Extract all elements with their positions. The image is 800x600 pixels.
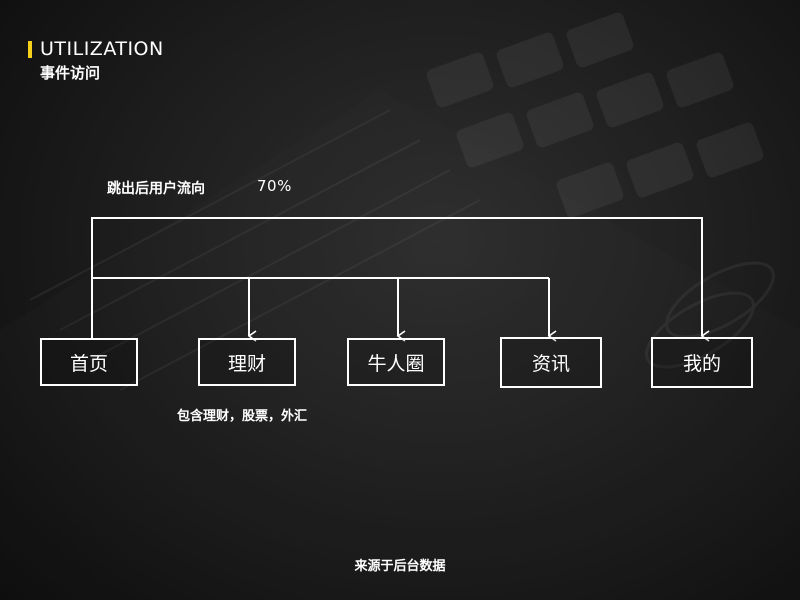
node-zixun: 资讯 [500, 337, 602, 388]
page-title: UTILIZATION [40, 38, 164, 60]
title-accent-bar [28, 41, 32, 58]
flow-label: 跳出后用户流向 [107, 181, 205, 197]
flow-percent: 70% [257, 177, 292, 195]
node-home: 首页 [40, 338, 138, 386]
page-subtitle: 事件访问 [40, 64, 101, 82]
node-mine: 我的 [651, 337, 753, 388]
node-licai: 理财 [198, 338, 296, 386]
source-footer: 来源于后台数据 [354, 559, 446, 574]
node-niurenquan: 牛人圈 [347, 338, 445, 386]
connector-trunk [91, 217, 710, 342]
licai-note: 包含理财，股票，外汇 [177, 409, 308, 424]
